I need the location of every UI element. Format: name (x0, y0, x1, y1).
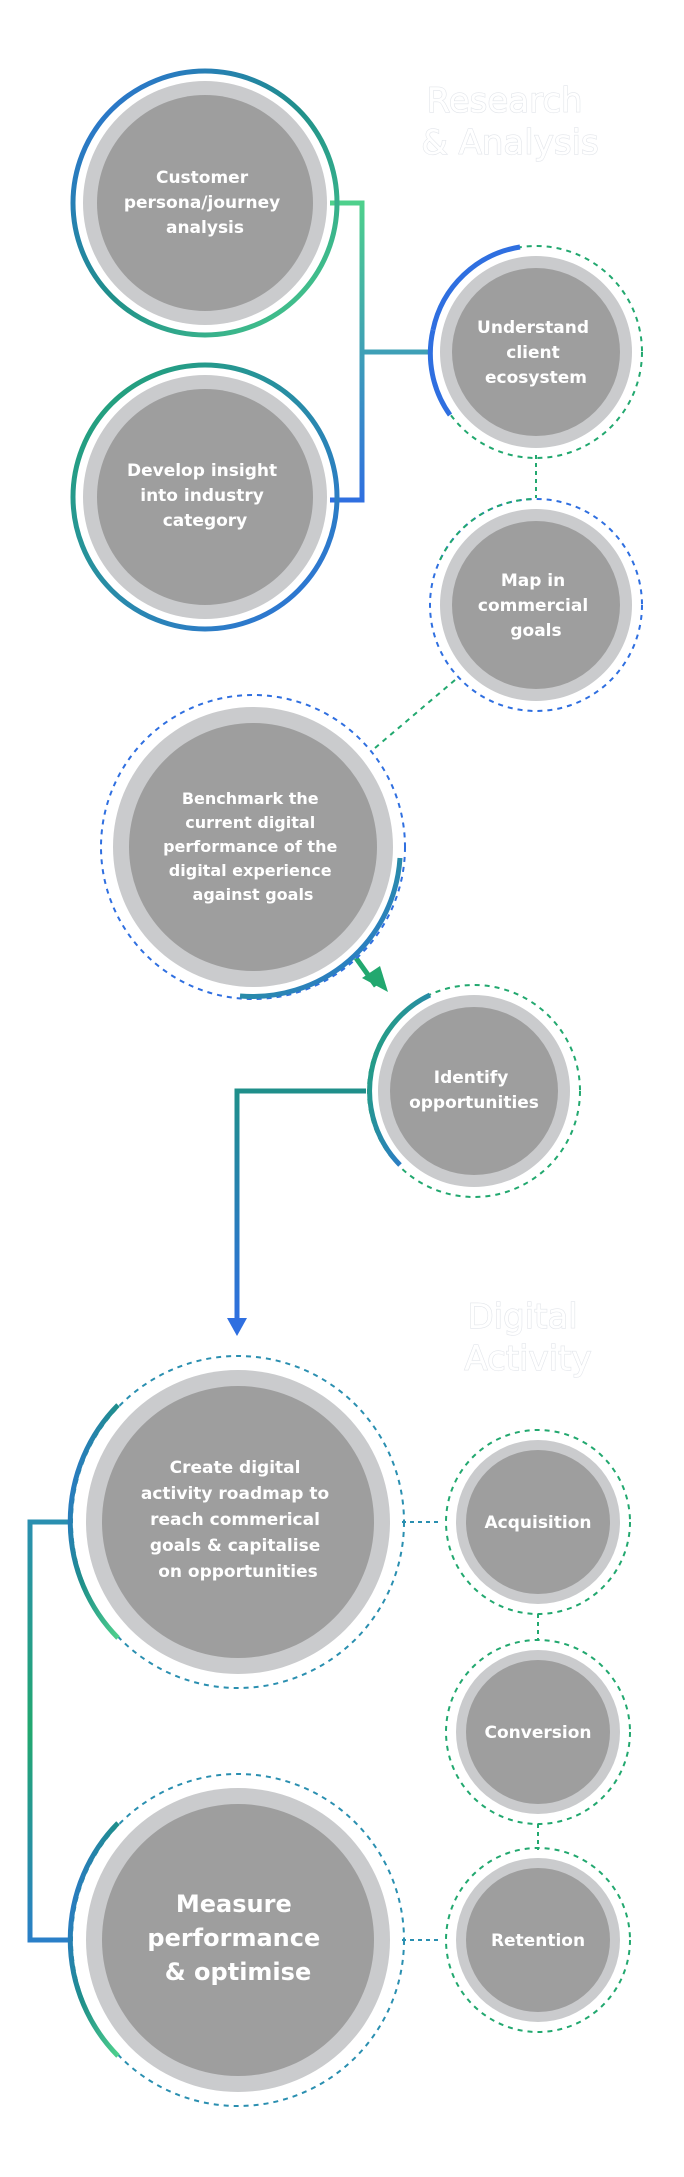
arrow-head-roadmap (227, 1318, 247, 1336)
node-client-ecosystem: Understand client ecosystem (427, 244, 643, 459)
svg-text:Benchmark the current di: Benchmark the current digital performanc… (163, 789, 343, 904)
node-label-line: performance of the (163, 837, 337, 856)
svg-text:Develop insight into ind: Develop insight into industry category (127, 461, 283, 531)
node-roadmap: Create digital activity roadmap to reach… (67, 1355, 405, 1689)
node-label-line: Identify (434, 1068, 509, 1088)
section-title-digital: Digital Activity (464, 1297, 591, 1379)
node-label-line: goals & capitalise (150, 1536, 320, 1556)
node-label-line: analysis (166, 218, 244, 238)
node-benchmark: Benchmark the current digital performanc… (100, 694, 406, 1000)
node-label-line: Develop insight (127, 461, 277, 481)
node-opportunities: Identify opportunities (367, 984, 581, 1198)
node-label-line: digital experience (169, 861, 332, 880)
svg-text:Understand client: Understand client ecosystem (477, 318, 595, 388)
node-label-line: Map in (501, 571, 565, 591)
section-title-research: Research & Analysis (421, 81, 598, 163)
node-label-line: activity roadmap to (141, 1484, 329, 1504)
node-acquisition: Acquisition (445, 1429, 631, 1615)
svg-text:Identify opportunities: Identify opportunities (409, 1068, 539, 1113)
svg-text:Create digital activity: Create digital activity roadmap to reach… (141, 1458, 335, 1582)
node-retention: Retention (445, 1847, 631, 2033)
node-label-line: Measure (176, 1890, 292, 1918)
node-label-line: current digital (185, 813, 315, 832)
connector-opportunities-roadmap (234, 1088, 366, 1322)
node-label-line: commercial (478, 596, 588, 616)
node-customer-persona: Customer persona/journey analysis (70, 68, 340, 338)
node-commercial-goals: Map in commercial goals (429, 498, 643, 712)
node-label-line: Customer (156, 168, 249, 188)
connector-goals-benchmark (374, 679, 456, 749)
node-label-line: on opportunities (158, 1562, 318, 1582)
node-label-line: Understand (477, 318, 589, 338)
node-conversion: Conversion (445, 1639, 631, 1825)
node-label-line: Conversion (485, 1723, 592, 1743)
node-label-line: Benchmark the (182, 789, 319, 808)
svg-text:Customer persona/journey: Customer persona/journey analysis (124, 168, 286, 238)
node-label-line: reach commerical (150, 1510, 320, 1530)
node-label-line: category (163, 511, 248, 531)
node-measure: Measure performance & optimise (67, 1773, 405, 2107)
node-label-line: Retention (491, 1931, 585, 1951)
section-title-research-line: Research (427, 81, 583, 121)
section-title-research-line: & Analysis (421, 123, 598, 163)
section-title-digital-line: Activity (464, 1339, 591, 1379)
node-label-line: & optimise (165, 1958, 311, 1986)
node-label-line: client (506, 343, 560, 363)
node-industry-insight: Develop insight into industry category (70, 362, 340, 632)
node-label-line: goals (510, 621, 561, 641)
node-label-line: against goals (193, 885, 314, 904)
section-title-digital-line: Digital (467, 1297, 577, 1337)
connector-bracket-research (330, 200, 430, 503)
svg-text:Measure performance: Measure performance & optimise (147, 1890, 328, 1986)
node-label-line: ecosystem (485, 368, 587, 388)
node-label-line: persona/journey (124, 193, 280, 213)
node-label-line: Acquisition (484, 1513, 591, 1533)
node-label-line: Create digital (170, 1458, 301, 1478)
connector-bracket-digital (27, 1519, 70, 1943)
node-label-line: performance (147, 1924, 320, 1952)
svg-text:Map in commercial: Map in commercial goals (478, 571, 594, 641)
node-label-line: into industry (140, 486, 264, 506)
node-label-line: opportunities (409, 1093, 539, 1113)
arrow-head-opportunities (362, 966, 388, 992)
